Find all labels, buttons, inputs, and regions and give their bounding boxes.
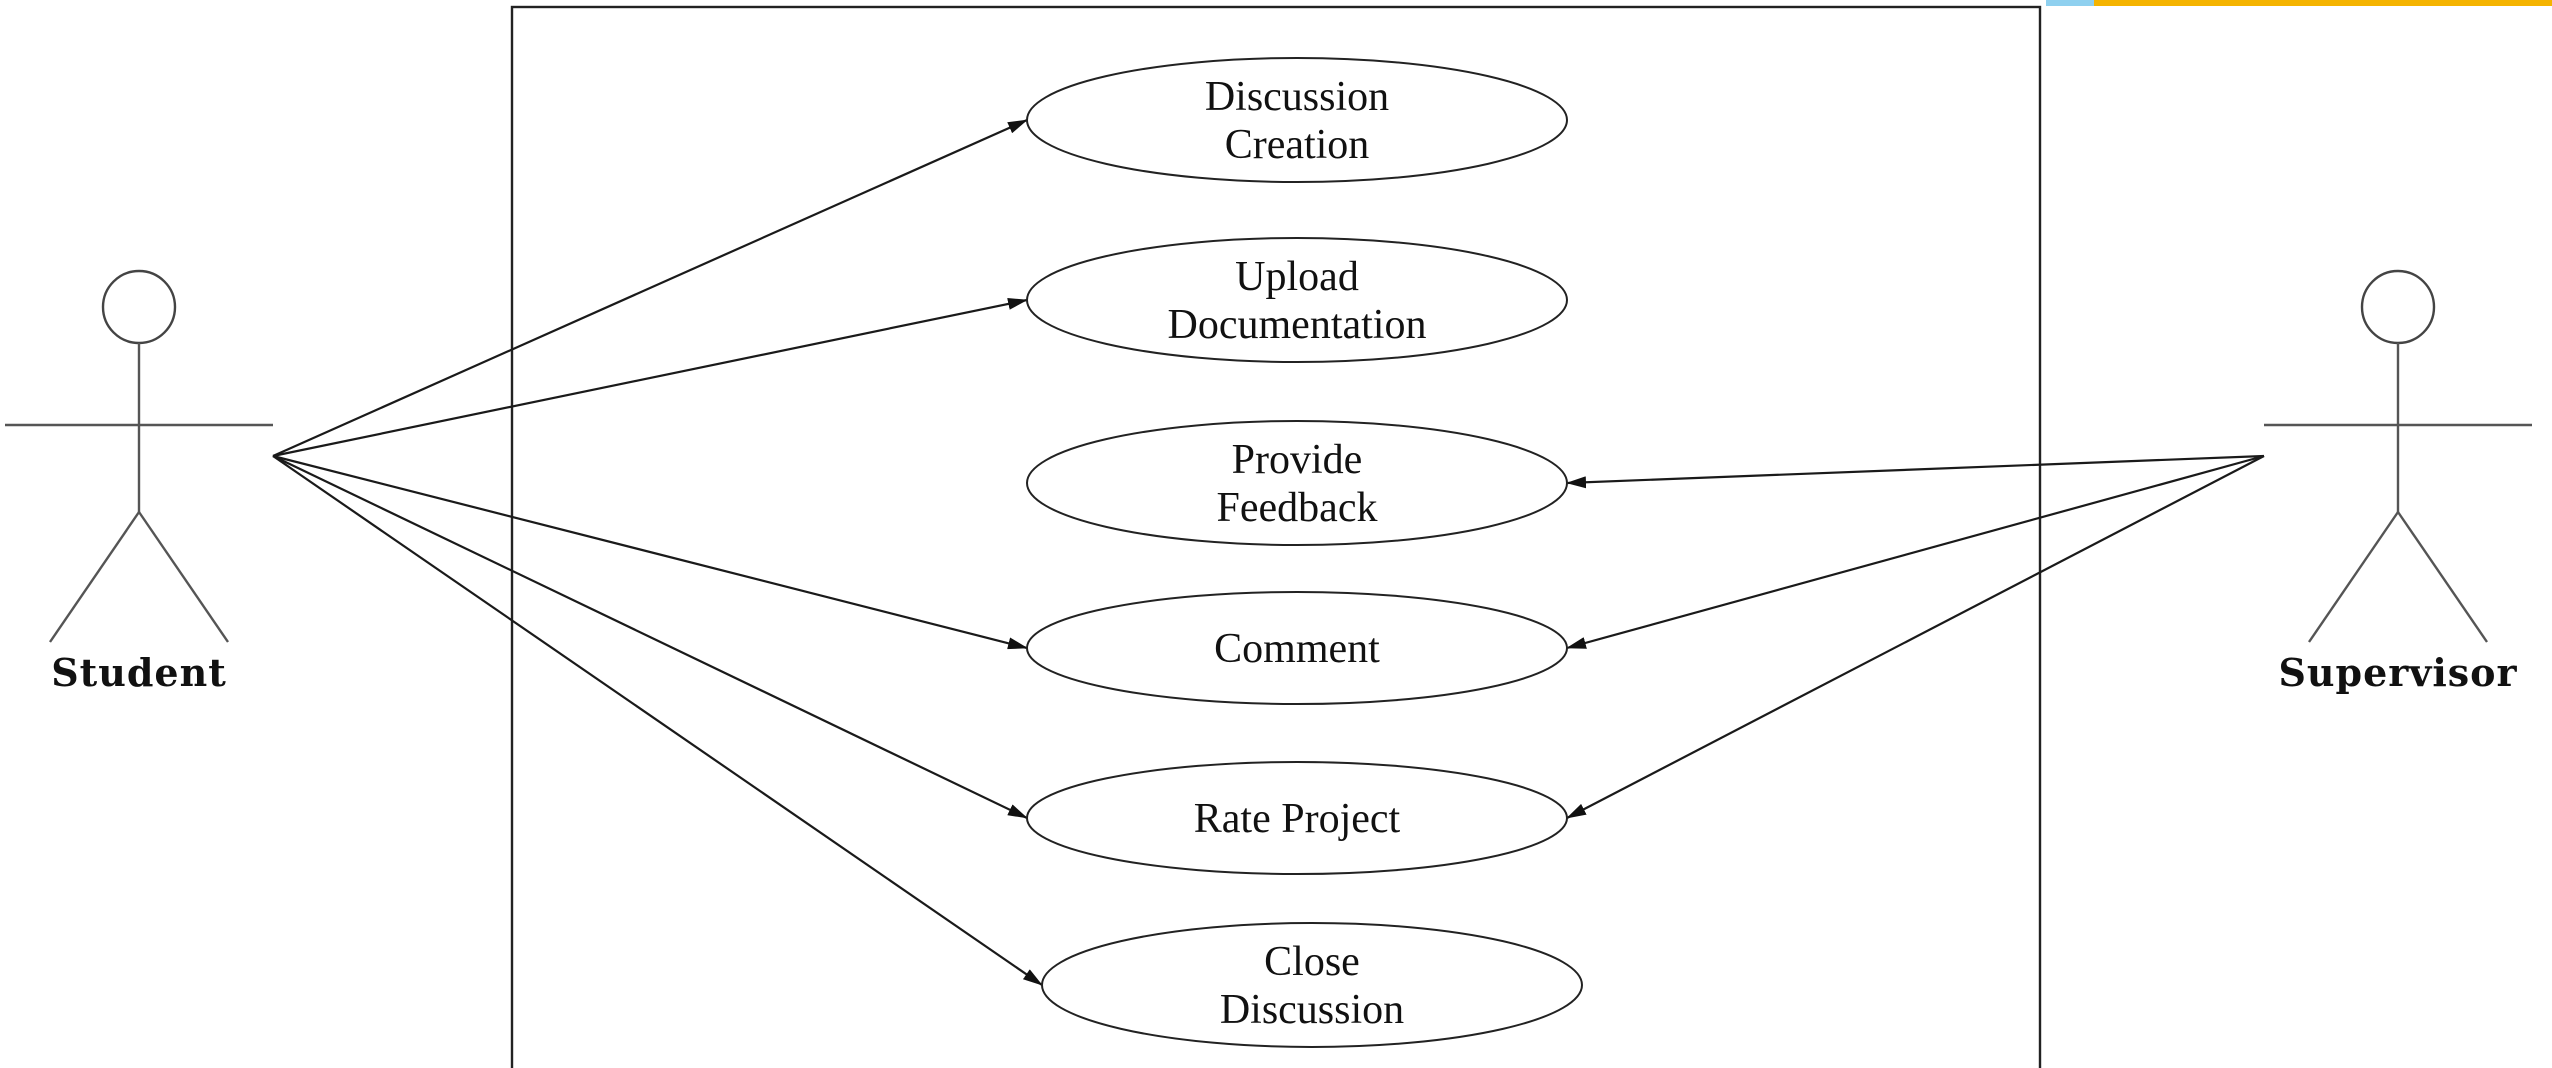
actor-supervisor[interactable]: Supervisor bbox=[2264, 269, 2532, 695]
association-student-upload-documentation bbox=[272, 297, 1028, 458]
use-case-label: Documentation bbox=[1168, 302, 1427, 348]
use-case-label: Creation bbox=[1225, 122, 1370, 168]
use-case-label: Discussion bbox=[1205, 74, 1389, 120]
actor-name-student: Student bbox=[51, 650, 227, 695]
use-case-label: Rate Project bbox=[1194, 796, 1401, 842]
use-case-label: Close bbox=[1264, 939, 1360, 985]
association-student-rate-project bbox=[272, 455, 1028, 819]
top-accent-bar-left bbox=[2046, 0, 2094, 6]
association-student-discussion-creation bbox=[272, 118, 1028, 458]
top-accent-bar bbox=[2094, 0, 2552, 6]
associations bbox=[272, 118, 2265, 986]
stick-figure-icon bbox=[5, 269, 273, 643]
use-case-label: Discussion bbox=[1220, 987, 1404, 1033]
use-case-label: Upload bbox=[1235, 254, 1359, 300]
association-supervisor-provide-feedback bbox=[1566, 454, 2265, 489]
use-case-label: Provide bbox=[1232, 437, 1363, 483]
use-case-ellipse bbox=[1026, 591, 1568, 705]
use-cases: DiscussionCreationUploadDocumentationPro… bbox=[1026, 57, 1583, 1048]
association-student-comment bbox=[272, 454, 1028, 650]
use-case-label: Feedback bbox=[1217, 485, 1378, 531]
system-boundary bbox=[510, 5, 2042, 1068]
stick-figure-icon bbox=[2264, 269, 2532, 643]
use-case-ellipse bbox=[1041, 922, 1583, 1048]
use-case-ellipse bbox=[1026, 237, 1568, 363]
use-case-ellipse bbox=[1026, 761, 1568, 875]
actor-student[interactable]: Student bbox=[5, 269, 273, 695]
use-case-comment[interactable]: Comment bbox=[1026, 591, 1568, 705]
actor-name-supervisor: Supervisor bbox=[2278, 650, 2517, 695]
association-student-close-discussion bbox=[272, 455, 1043, 986]
association-supervisor-rate-project bbox=[1566, 455, 2265, 819]
use-case-ellipse bbox=[1026, 57, 1568, 183]
use-case-rate-project[interactable]: Rate Project bbox=[1026, 761, 1568, 875]
use-case-ellipse bbox=[1026, 420, 1568, 546]
association-supervisor-comment bbox=[1566, 454, 2265, 650]
use-case-label: Comment bbox=[1214, 626, 1380, 672]
